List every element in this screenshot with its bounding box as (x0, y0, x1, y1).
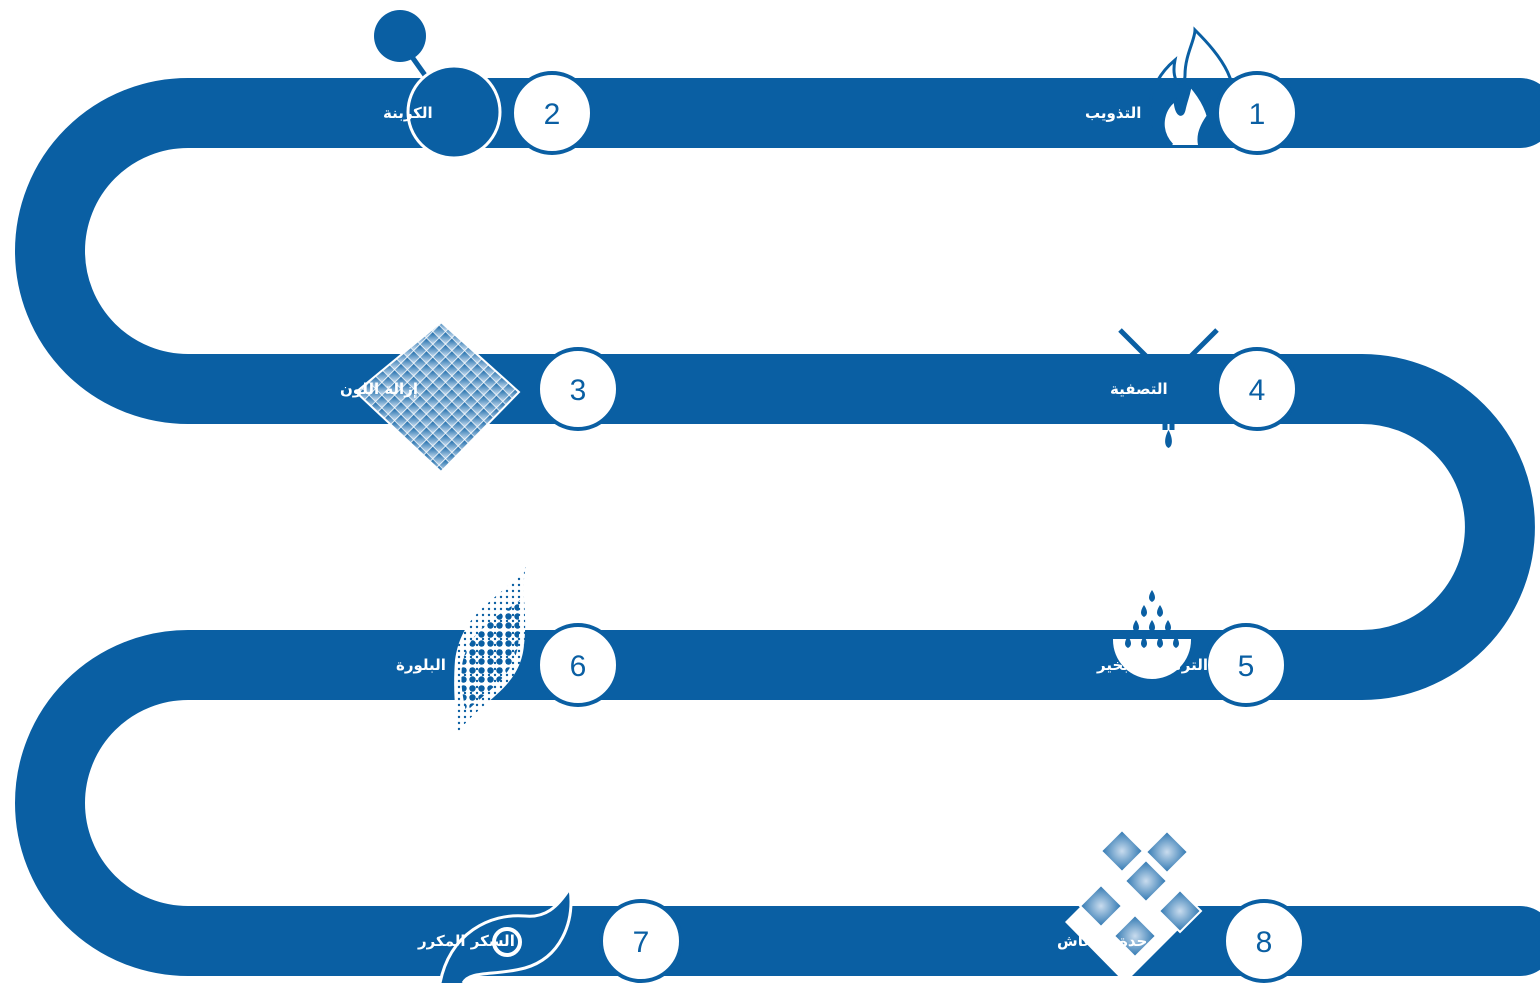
step-number-badge (1222, 899, 1306, 983)
step-number: 5 (1238, 650, 1255, 683)
step-label: التذويب (1085, 104, 1141, 122)
step-label: السكر المكرر (417, 932, 515, 950)
step-2: 2 الكربنة (383, 71, 594, 155)
funnel-drip-icon (1118, 328, 1219, 448)
step-number-badge (536, 623, 620, 707)
step-6: 6 البلورة (396, 623, 620, 707)
step-3: 3 إزالة اللون (340, 347, 620, 431)
droplets-icon (1112, 590, 1192, 679)
step-number-badge (536, 347, 620, 431)
step-8: 8 وحدة الانعاش (1057, 899, 1306, 983)
step-number: 4 (1249, 374, 1266, 407)
step-number: 2 (544, 98, 561, 131)
serpentine-track (15, 78, 1540, 976)
step-number-badge (1215, 71, 1299, 155)
grid-diamond-icon (354, 320, 521, 474)
step-number-badge (1215, 347, 1299, 431)
step-number: 7 (633, 926, 650, 959)
step-label: الكربنة (383, 104, 433, 122)
step-5: 5 التركيز بالتبخير (1096, 623, 1288, 707)
step-number: 8 (1256, 926, 1273, 959)
step-label: البلورة (396, 656, 446, 674)
step-number: 6 (570, 650, 587, 683)
step-number-badge (510, 71, 594, 155)
step-label: إزالة اللون (340, 380, 418, 398)
step-label: التركيز بالتبخير (1096, 656, 1208, 674)
step-7: 7 السكر المكرر (417, 899, 683, 983)
swirl-icon (438, 883, 573, 983)
step-number-badge (1204, 623, 1288, 707)
bubble-icon (374, 10, 502, 160)
step-number: 3 (570, 374, 587, 407)
step-label: التصفية (1110, 380, 1168, 398)
crystal-dots-icon (454, 567, 526, 735)
step-label: وحدة الانعاش (1057, 932, 1157, 950)
step-4: 4 التصفية (1110, 347, 1299, 431)
step-1: 1 التذويب (1085, 71, 1299, 155)
diamonds-icon (1065, 828, 1203, 983)
step-number: 1 (1249, 98, 1266, 131)
step-number-badge (599, 899, 683, 983)
